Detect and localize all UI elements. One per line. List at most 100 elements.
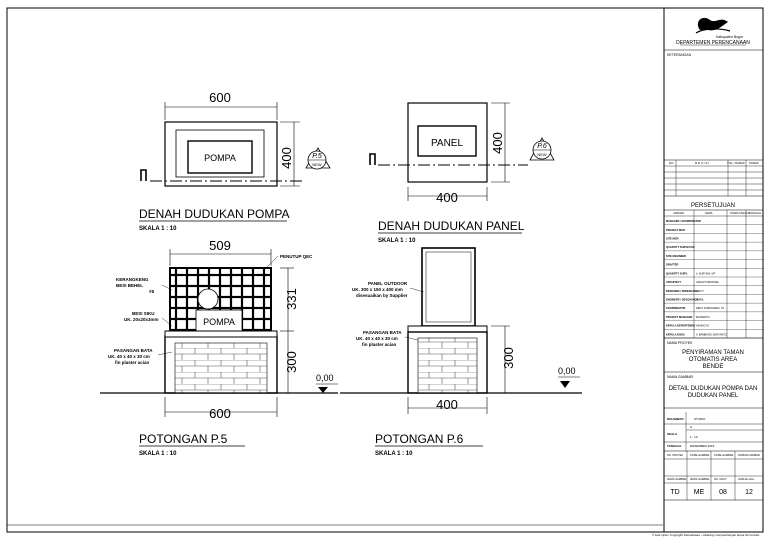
svg-text:SKALA: SKALA bbox=[667, 432, 678, 436]
svg-text:UK. 40 x 40 x 30 cm: UK. 40 x 40 x 30 cm bbox=[356, 336, 398, 341]
approval-role: PROJECT MANAGER bbox=[666, 315, 692, 319]
section-pump-label: POMPA bbox=[203, 317, 235, 327]
approval-name: ANGGIT PRATAMA bbox=[696, 280, 719, 284]
svg-text:12: 12 bbox=[745, 489, 753, 496]
section-p6-title: POTONGAN P.6 bbox=[375, 432, 464, 446]
approval-name: HANDOYO bbox=[696, 324, 709, 328]
approval-role: KEPALA DIVISI bbox=[666, 332, 685, 336]
section-p5-title: POTONGAN P.5 bbox=[139, 432, 228, 446]
footer-note: © Hak cipta / Copyright Perusahaan – Dil… bbox=[652, 533, 760, 537]
svg-text:KODE GAMBAR: KODE GAMBAR bbox=[714, 453, 733, 457]
svg-text:KODE GAMBAR: KODE GAMBAR bbox=[690, 453, 709, 457]
svg-text:P.6: P.6 bbox=[537, 143, 547, 150]
svg-text:DIGAMBAR: DIGAMBAR bbox=[667, 417, 684, 421]
info-rows: DIGAMBAR STUDIO A SKALA 1 : 10 TANGGAL D… bbox=[667, 417, 715, 448]
svg-text:NEW: NEW bbox=[537, 152, 547, 157]
approval-name: DEDY KURNIAWAN, ST bbox=[696, 306, 725, 310]
svg-text:A: A bbox=[690, 425, 692, 429]
svg-text:JUMLAH HAL: JUMLAH HAL bbox=[738, 477, 755, 481]
persetujuan-headers: JABATAN NAMA TANDA TANGAN TANGGAL bbox=[673, 211, 762, 215]
elevation-p5: 0,00 bbox=[316, 373, 334, 383]
svg-text:JABATAN: JABATAN bbox=[673, 211, 684, 215]
approval-role: SITE ENGINEER bbox=[666, 254, 686, 258]
approval-role: DESIGNER / PERENCANA bbox=[666, 289, 698, 293]
svg-text:UK. 300 x 150 x 400 mm: UK. 300 x 150 x 400 mm bbox=[352, 287, 403, 292]
approval-name: MARIANTO bbox=[696, 315, 710, 319]
company-logo: Kabupaten Bogor bbox=[695, 17, 744, 39]
approval-name: AMRIL bbox=[696, 298, 704, 302]
code-headers: NO. PROYEK KODE GAMBAR KODE GAMBAR NOMOR… bbox=[667, 453, 760, 481]
dim-width-600: 600 bbox=[209, 90, 231, 105]
svg-text:PENUTUP QEC: PENUTUP QEC bbox=[280, 254, 313, 259]
svg-text:JENIS GAMBAR: JENIS GAMBAR bbox=[667, 477, 686, 481]
persetujuan-title: PERSETUJUAN bbox=[691, 203, 735, 209]
svg-text:NAMA: NAMA bbox=[705, 211, 713, 215]
keterangan-label: KETERANGAN bbox=[667, 53, 692, 57]
approval-role: KEPALA DEPARTEMEN bbox=[666, 324, 695, 328]
plan-panel-title: DENAH DUDUKAN PANEL bbox=[378, 219, 525, 233]
svg-text:KERANGKENG: KERANGKENG bbox=[116, 277, 149, 282]
approval-name: Ir. BAMBANG SURYANTO bbox=[696, 332, 727, 336]
svg-text:PANEL OUTDOOR: PANEL OUTDOOR bbox=[368, 281, 408, 286]
svg-text:PASANGAN BATA: PASANGAN BATA bbox=[363, 330, 402, 335]
svg-text:NOMOR GAMBAR: NOMOR GAMBAR bbox=[738, 453, 760, 457]
approval-name: SAKTI bbox=[696, 289, 704, 293]
proyek-label: NAMA PROYEK bbox=[667, 341, 693, 345]
svg-text:TANGGAL: TANGGAL bbox=[667, 444, 682, 448]
svg-text:NO. PROYEK: NO. PROYEK bbox=[667, 453, 683, 457]
svg-text:NEW: NEW bbox=[312, 162, 322, 167]
dim-509: 509 bbox=[209, 238, 231, 253]
approval-role: DRAFTER bbox=[666, 263, 679, 267]
svg-text:#8: #8 bbox=[149, 289, 155, 294]
approval-role: QUANTITY SURV. bbox=[666, 271, 688, 275]
section-p5-scale: SKALA 1 : 10 bbox=[139, 451, 177, 457]
svg-text:UK. 20x20x3mm: UK. 20x20x3mm bbox=[124, 317, 159, 322]
pump-label: POMPA bbox=[204, 153, 236, 163]
dim-height-400: 400 bbox=[279, 147, 294, 169]
section-p5-notes: PENUTUP QEC KERANGKENG BESI BEHEL #8 BES… bbox=[108, 254, 313, 365]
svg-text:ME: ME bbox=[694, 489, 705, 496]
panel-label: PANEL bbox=[431, 138, 463, 149]
svg-text:fin plaster acian: fin plaster acian bbox=[115, 360, 150, 365]
plan-pump-base: POMPA 600 400 P.5 NEW DENAH DUDUKAN POMP… bbox=[139, 90, 331, 232]
svg-text:R E V I S I: R E V I S I bbox=[695, 161, 709, 165]
svg-text:Kabupaten Bogor: Kabupaten Bogor bbox=[716, 35, 744, 39]
section-p5: 509 POMPA 331 300 0,00 600 PENUTUP QEC K… bbox=[100, 238, 338, 457]
dim-p6-300: 300 bbox=[501, 347, 516, 369]
drawing-codes: TD ME 08 12 bbox=[670, 489, 753, 496]
svg-text:NO. URUT: NO. URUT bbox=[714, 477, 727, 481]
approval-role: QUANTITY SURVEYOR bbox=[666, 245, 695, 249]
svg-text:1 : 10: 1 : 10 bbox=[690, 435, 698, 439]
svg-text:UK. 40 x 40 x 30 cm: UK. 40 x 40 x 30 cm bbox=[108, 354, 150, 359]
dim-panel-height: 400 bbox=[490, 132, 505, 154]
svg-text:08: 08 bbox=[719, 489, 727, 496]
svg-text:TD: TD bbox=[670, 489, 679, 496]
department-label: DEPARTEMEN PERENCANAAN bbox=[676, 40, 750, 46]
svg-text:TANGGAL: TANGGAL bbox=[749, 211, 762, 215]
svg-text:STUDIO: STUDIO bbox=[694, 417, 706, 421]
dim-300: 300 bbox=[284, 351, 299, 373]
gambar-label: NAMA GAMBAR bbox=[667, 375, 694, 379]
dim-331: 331 bbox=[284, 288, 299, 310]
svg-text:TANDA TANGAN: TANDA TANGAN bbox=[730, 211, 750, 215]
revision-table: NO R E V I S I TGL / PARAF PARAF bbox=[664, 159, 763, 197]
approval-role: ARCHITECT bbox=[666, 280, 681, 284]
svg-text:JENIS GAMBAR: JENIS GAMBAR bbox=[690, 477, 709, 481]
approval-role: PROJECT MGR bbox=[666, 228, 685, 232]
elevation-p6: 0,00 bbox=[558, 366, 576, 376]
svg-text:PASANGAN BATA: PASANGAN BATA bbox=[114, 348, 153, 353]
svg-text:disesuaikan by Supplier: disesuaikan by Supplier bbox=[356, 293, 408, 298]
section-p6: 300 0,00 400 PANEL OUTDOOR UK. 300 x 150… bbox=[340, 247, 582, 457]
svg-text:PARAF: PARAF bbox=[749, 161, 759, 165]
svg-text:NO: NO bbox=[669, 161, 674, 165]
plan-panel-scale: SKALA 1 : 10 bbox=[378, 238, 416, 244]
plan-panel-base: PANEL 400 400 P.6 NEW DENAH DUDUKAN PANE… bbox=[369, 102, 555, 244]
approval-role: MANAGER / KOORDINATOR bbox=[666, 219, 701, 223]
dim-bottom-600: 600 bbox=[209, 406, 231, 421]
dim-panel-width: 400 bbox=[436, 190, 458, 205]
svg-text:P.5: P.5 bbox=[312, 153, 322, 160]
svg-text:TGL / PARAF: TGL / PARAF bbox=[727, 161, 745, 165]
